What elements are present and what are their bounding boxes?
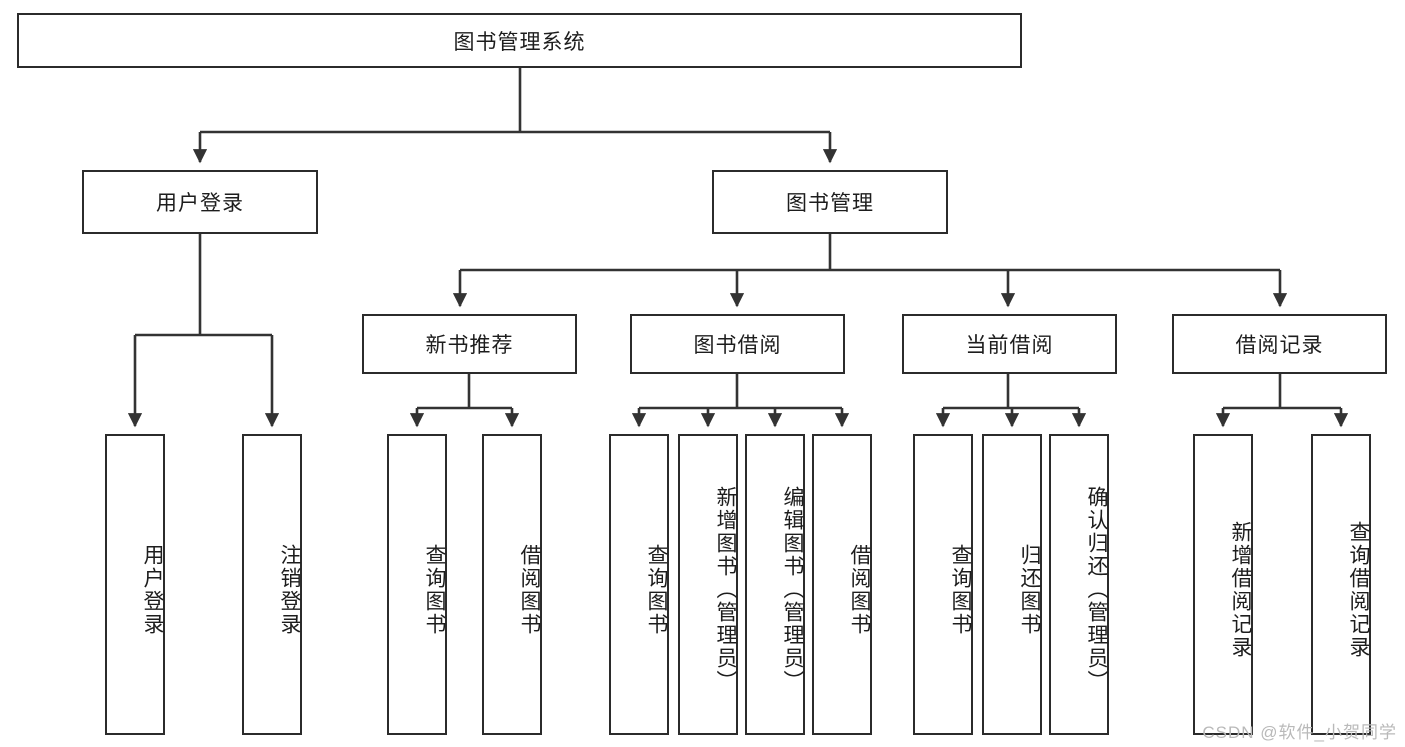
- node-user-login[interactable]: 用户登录: [82, 170, 318, 234]
- node-leaf-borrow-query[interactable]: 查询图书: [609, 434, 669, 735]
- node-leaf-cur-confirm[interactable]: 确认归还（管理员）: [1049, 434, 1109, 735]
- node-leaf-rec-borrow-label: 借阅图书: [518, 543, 541, 636]
- node-new-book-rec-label: 新书推荐: [425, 334, 514, 357]
- node-book-manage[interactable]: 图书管理: [712, 170, 948, 234]
- node-book-manage-label: 图书管理: [786, 192, 874, 215]
- node-leaf-rec-borrow[interactable]: 借阅图书: [482, 434, 542, 735]
- node-new-book-rec[interactable]: 新书推荐: [362, 314, 577, 374]
- node-leaf-borrow-lend[interactable]: 借阅图书: [812, 434, 872, 735]
- node-leaf-user-login-label: 用户登录: [141, 543, 164, 636]
- node-book-borrow-label: 图书借阅: [693, 334, 782, 357]
- node-borrow-record[interactable]: 借阅记录: [1172, 314, 1387, 374]
- node-leaf-user-logout-label: 注销登录: [278, 543, 301, 636]
- node-leaf-rec-query-label: 查询图书: [423, 543, 446, 636]
- node-leaf-borrow-add-label: 新增图书（管理员）: [714, 486, 737, 693]
- node-leaf-rec-query2[interactable]: 查询借阅记录: [1311, 434, 1371, 735]
- node-leaf-user-login[interactable]: 用户登录: [105, 434, 165, 735]
- node-leaf-borrow-lend-label: 借阅图书: [848, 543, 871, 636]
- node-user-login-label: 用户登录: [156, 192, 244, 215]
- node-leaf-cur-query-label: 查询图书: [949, 543, 972, 636]
- node-leaf-rec-query[interactable]: 查询图书: [387, 434, 447, 735]
- node-leaf-cur-return[interactable]: 归还图书: [982, 434, 1042, 735]
- node-borrow-record-label: 借阅记录: [1235, 334, 1324, 357]
- node-leaf-borrow-query-label: 查询图书: [645, 543, 668, 636]
- node-root-label: 图书管理系统: [453, 30, 586, 54]
- node-leaf-borrow-edit[interactable]: 编辑图书（管理员）: [745, 434, 805, 735]
- node-leaf-cur-confirm-label: 确认归还（管理员）: [1085, 486, 1108, 693]
- node-leaf-cur-return-label: 归还图书: [1018, 543, 1041, 636]
- node-leaf-rec-add[interactable]: 新增借阅记录: [1193, 434, 1253, 735]
- node-book-borrow[interactable]: 图书借阅: [630, 314, 845, 374]
- node-leaf-rec-query2-label: 查询借阅记录: [1347, 520, 1370, 659]
- node-current-borrow[interactable]: 当前借阅: [902, 314, 1117, 374]
- watermark: CSDN @软件_小贺同学: [1202, 723, 1397, 742]
- node-leaf-borrow-edit-label: 编辑图书（管理员）: [781, 486, 804, 693]
- node-leaf-user-logout[interactable]: 注销登录: [242, 434, 302, 735]
- node-leaf-rec-add-label: 新增借阅记录: [1229, 520, 1252, 659]
- node-leaf-borrow-add[interactable]: 新增图书（管理员）: [678, 434, 738, 735]
- node-leaf-cur-query[interactable]: 查询图书: [913, 434, 973, 735]
- node-current-borrow-label: 当前借阅: [965, 334, 1054, 357]
- node-root[interactable]: 图书管理系统: [17, 13, 1022, 68]
